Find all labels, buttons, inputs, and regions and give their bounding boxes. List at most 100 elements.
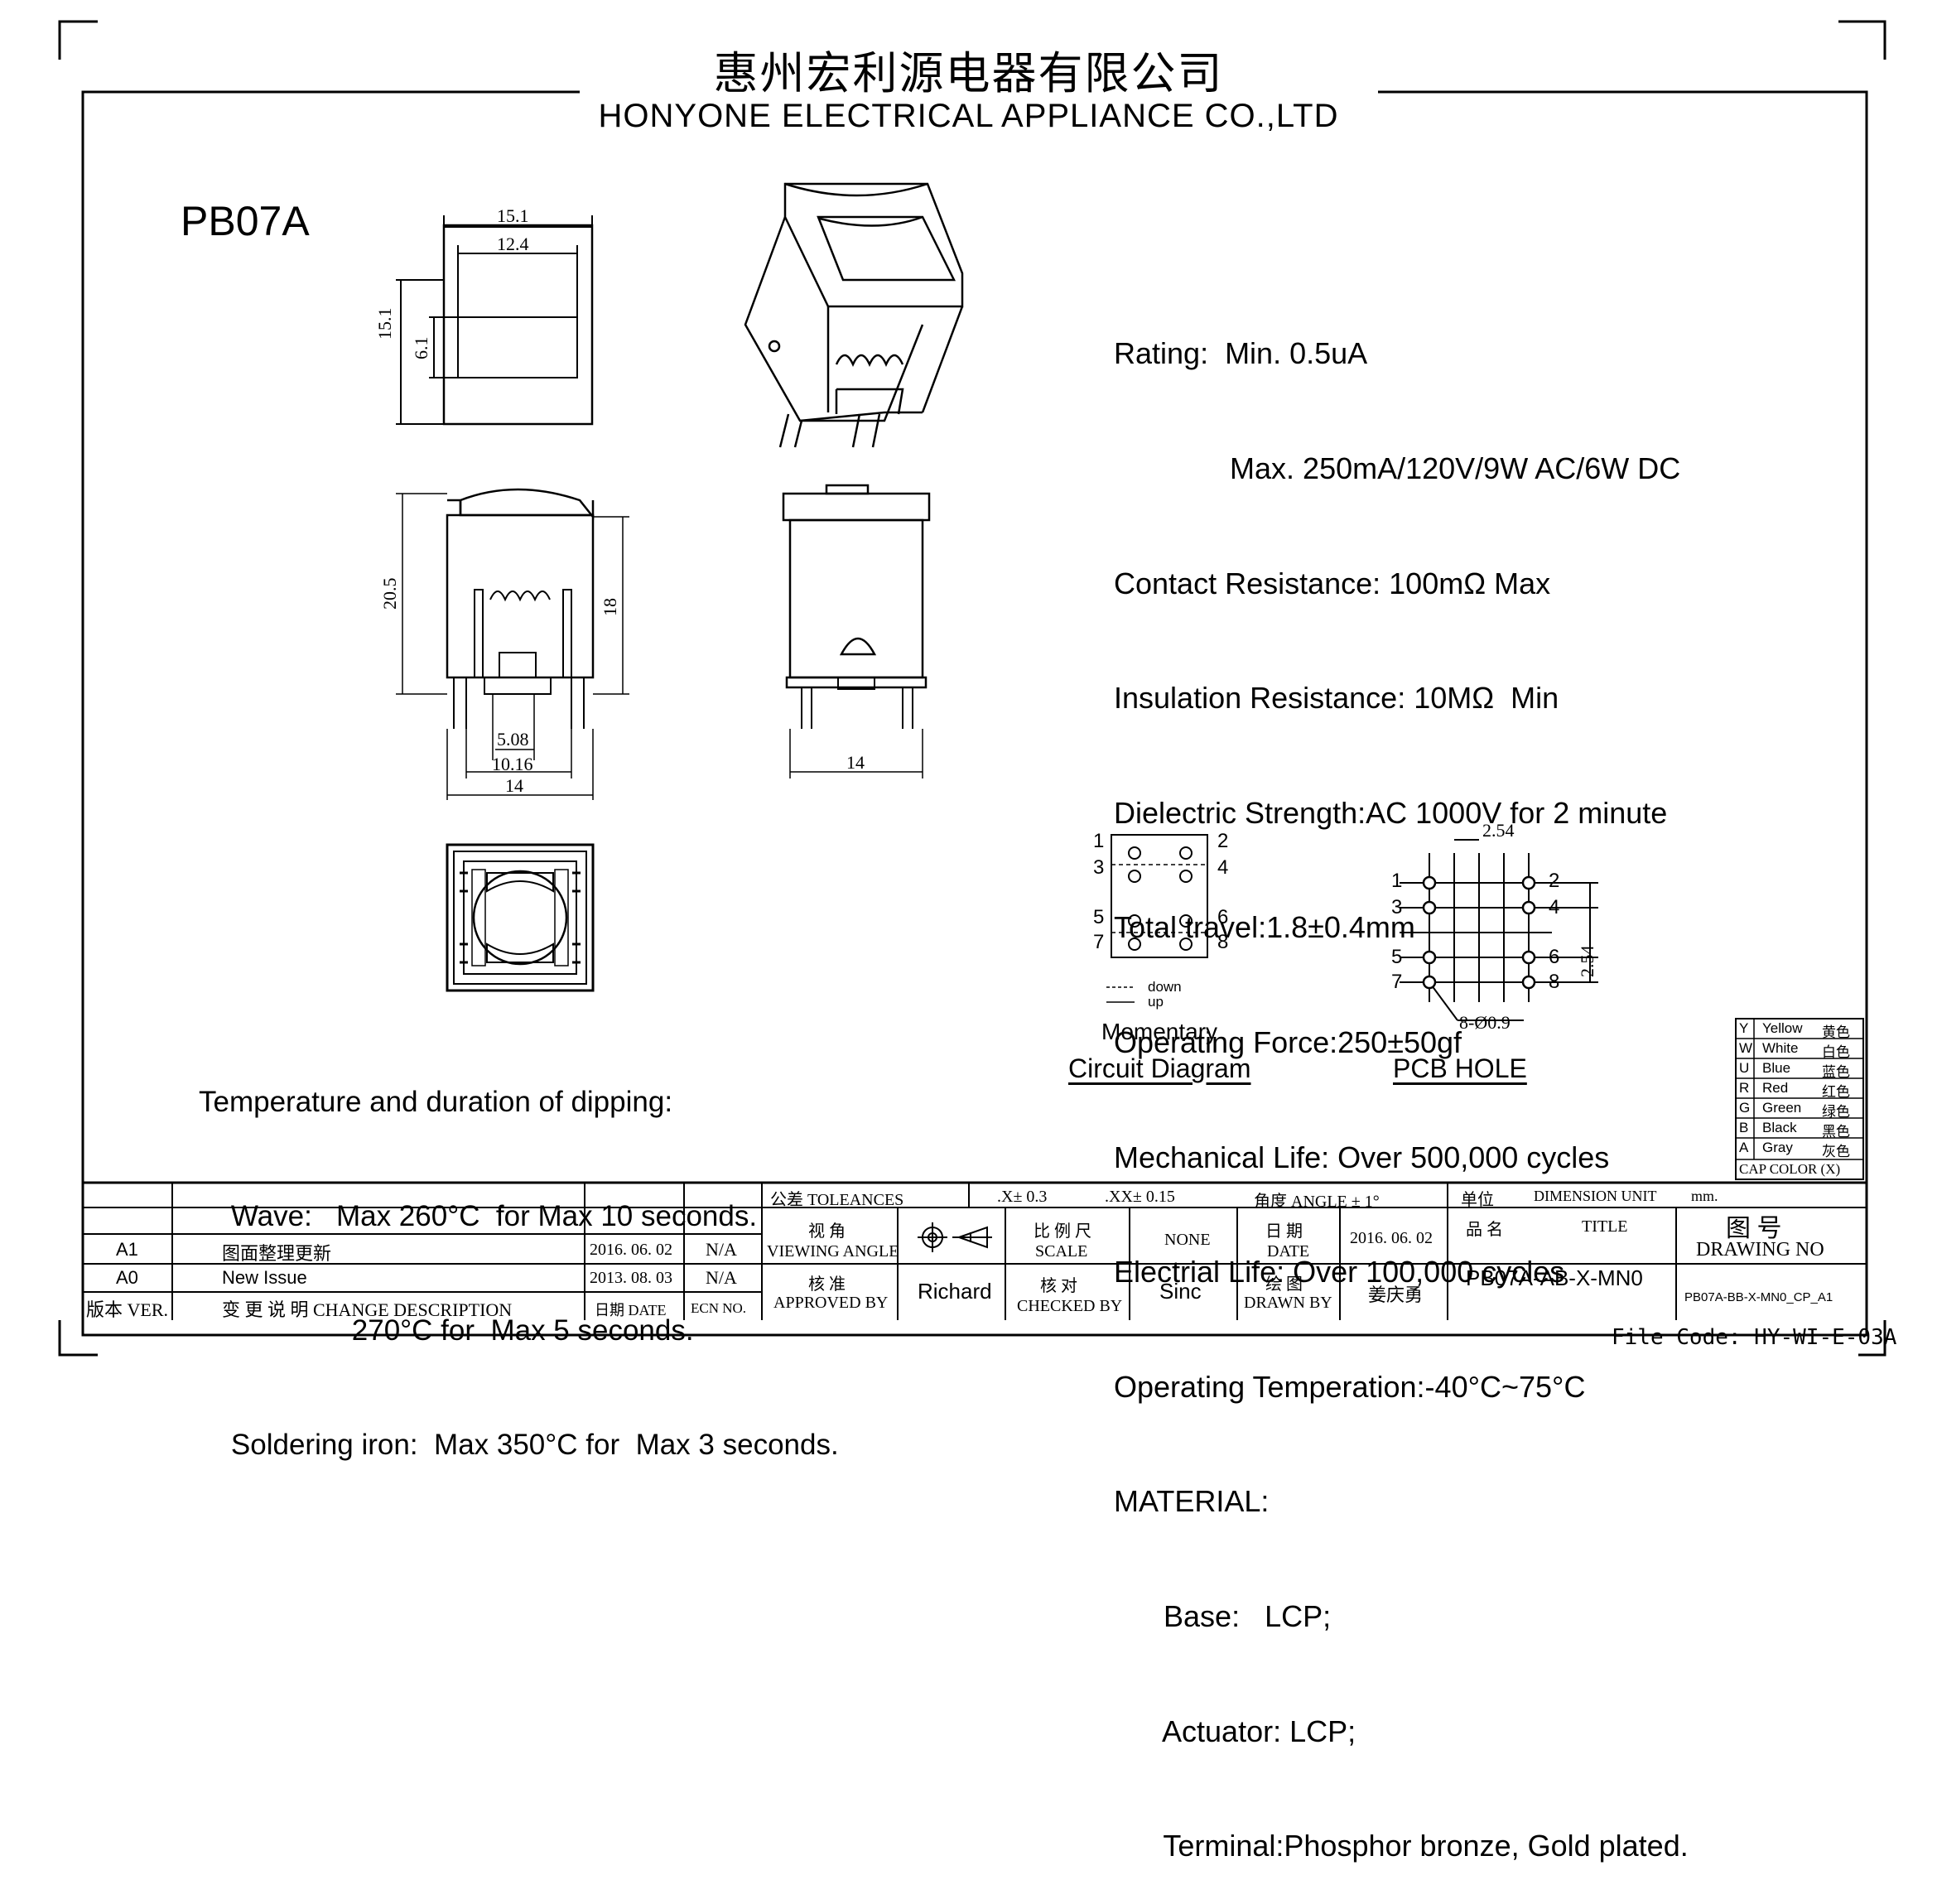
dipping-line: 270°C for Max 5 seconds. — [199, 1314, 694, 1347]
color-en-y: Yellow — [1762, 1020, 1803, 1036]
drawing-no-value: PB07A-BB-X-MN0_CP_A1 — [1684, 1290, 1833, 1304]
unit-label: 单位 — [1461, 1191, 1494, 1209]
color-code-g: G — [1739, 1100, 1751, 1116]
checked-en: CHECKED BY — [1017, 1297, 1123, 1315]
spec-line: MATERIAL: — [1114, 1484, 1270, 1519]
name-en: TITLE — [1582, 1217, 1628, 1236]
tolerance-x: .X± 0.3 — [997, 1188, 1048, 1206]
pcb-pin-1: 1 — [1391, 870, 1403, 892]
dim-top-height-inner: 6.1 — [411, 336, 431, 360]
drawn-en: DRAWN BY — [1244, 1294, 1332, 1312]
drawn-value: 姜庆勇 — [1368, 1285, 1424, 1305]
color-en-g: Green — [1762, 1100, 1802, 1116]
rev-desc: New Issue — [222, 1267, 307, 1288]
spec-line: Contact Resistance: 100mΩ Max — [1114, 566, 1551, 600]
circuit-pin-4: 4 — [1217, 856, 1229, 879]
company-name-en: HONYONE ELECTRICAL APPLIANCE CO.,LTD — [598, 98, 1339, 134]
circuit-pin-5: 5 — [1093, 906, 1105, 928]
header-ecn: ECN NO. — [691, 1300, 747, 1316]
dim-top-width-outer: 15.1 — [497, 205, 529, 226]
color-code-y: Y — [1739, 1020, 1749, 1036]
spec-line: Actuator: LCP; — [1114, 1714, 1356, 1748]
header-ver: 版本 VER. — [86, 1299, 169, 1320]
corner-mark-tr — [1838, 20, 1886, 60]
color-code-u: U — [1739, 1060, 1750, 1076]
dim-top-height-outer: 15.1 — [374, 307, 395, 340]
approved-value: Richard — [918, 1279, 992, 1304]
isometric-view-drawing — [744, 182, 964, 448]
dipping-line: Temperature and duration of dipping: — [199, 1086, 673, 1118]
pcb-pin-3: 3 — [1391, 896, 1403, 918]
spec-line: Terminal:Phosphor bronze, Gold plated. — [1114, 1829, 1689, 1863]
circuit-pin-1: 1 — [1093, 830, 1105, 852]
rev-ecn: N/A — [706, 1239, 737, 1260]
color-en-a: Gray — [1762, 1140, 1793, 1155]
checked-cn: 核 对 — [1040, 1277, 1077, 1295]
top-view-drawing — [396, 215, 594, 426]
corner-mark-br — [1858, 1320, 1886, 1357]
spec-line: Total travel:1.8±0.4mm — [1114, 910, 1415, 945]
tolerances-label: 公差 TOLEANCES — [770, 1191, 904, 1209]
color-code-w: W — [1739, 1040, 1753, 1056]
circuit-pin-6: 6 — [1217, 906, 1229, 928]
pcb-pin-5: 5 — [1391, 946, 1403, 968]
drawn-cn: 绘 图 — [1265, 1275, 1303, 1294]
company-name-cn: 惠州宏利源电器有限公司 — [713, 47, 1224, 99]
pcb-pitch-v: 2.54 — [1577, 945, 1597, 978]
dipping-line: Soldering iron: Max 350°C for Max 3 seco… — [199, 1429, 839, 1461]
viewing-en: VIEWING ANGLE — [767, 1242, 899, 1260]
pcb-pin-6: 6 — [1549, 946, 1560, 968]
unit-en: DIMENSION UNIT — [1534, 1188, 1657, 1204]
circuit-diagram-drawing — [1106, 834, 1208, 1003]
unit-value: mm. — [1691, 1188, 1718, 1204]
dim-front-height: 20.5 — [379, 577, 400, 610]
cap-color-title: CAP COLOR (X) — [1739, 1161, 1841, 1177]
color-cn-b: 黑色 — [1822, 1124, 1850, 1140]
pcb-pin-7: 7 — [1391, 971, 1403, 993]
drawing-no-en: DRAWING NO — [1696, 1239, 1824, 1260]
rev-ecn: N/A — [706, 1267, 737, 1288]
circuit-pin-2: 2 — [1217, 830, 1229, 852]
dim-top-width-inner: 12.4 — [497, 234, 529, 254]
legend-down: down — [1148, 979, 1182, 995]
rev-ver: A1 — [116, 1239, 138, 1260]
color-code-a: A — [1739, 1140, 1749, 1155]
projection-angle-icon — [918, 1222, 992, 1252]
spec-line: Mechanical Life: Over 500,000 cycles — [1114, 1140, 1610, 1174]
date-value: 2016. 06. 02 — [1350, 1229, 1433, 1247]
spec-line: Max. 250mA/120V/9W AC/6W DC — [1114, 451, 1681, 485]
color-cn-g: 绿色 — [1822, 1104, 1850, 1120]
dim-pin-pitch-1: 5.08 — [497, 729, 529, 750]
spec-line: Base: LCP; — [1114, 1598, 1332, 1633]
pcb-pin-8: 8 — [1549, 971, 1560, 993]
spec-line: Dielectric Strength:AC 1000V for 2 minut… — [1114, 795, 1668, 830]
title-value: PB07A-AB-X-MN0 — [1466, 1265, 1643, 1290]
pcb-hole-drawing — [1400, 839, 1598, 1021]
pcb-pin-2: 2 — [1549, 870, 1560, 892]
rev-desc: 图面整理更新 — [222, 1243, 332, 1264]
scale-en: SCALE — [1035, 1242, 1088, 1260]
tolerance-angle: 角度 ANGLE ± 1° — [1254, 1193, 1380, 1211]
viewing-cn: 视 角 — [808, 1222, 846, 1241]
scale-cn: 比 例 尺 — [1034, 1222, 1091, 1241]
dim-front-height-body: 18 — [600, 598, 620, 616]
color-cn-r: 红色 — [1822, 1084, 1850, 1100]
date-cn: 日 期 — [1265, 1222, 1303, 1241]
corner-mark-bl — [58, 1320, 98, 1357]
date-en: DATE — [1267, 1242, 1310, 1260]
header-date: 日期 DATE — [595, 1302, 667, 1318]
header-description: 变 更 说 明 CHANGE DESCRIPTION — [222, 1299, 513, 1320]
side-view-drawing — [782, 484, 931, 778]
spec-line: Electrial Life: Over 100,000 cycles — [1114, 1255, 1565, 1289]
color-en-w: White — [1762, 1040, 1799, 1056]
pcb-hole-size: 8-Ø0.9 — [1459, 1012, 1511, 1033]
rev-date: 2016. 06. 02 — [590, 1241, 672, 1259]
title-block-grid — [83, 1181, 1867, 1320]
circuit-pin-7: 7 — [1093, 931, 1105, 953]
spec-line: Operating Force:250±50gf — [1114, 1024, 1462, 1059]
spec-line: Insulation Resistance: 10MΩ Min — [1114, 681, 1559, 716]
drawing-border — [81, 90, 1868, 1337]
circuit-type: Momentary — [1101, 1019, 1218, 1044]
checked-value: Sinc — [1159, 1279, 1202, 1304]
name-cn: 品 名 — [1466, 1221, 1503, 1239]
